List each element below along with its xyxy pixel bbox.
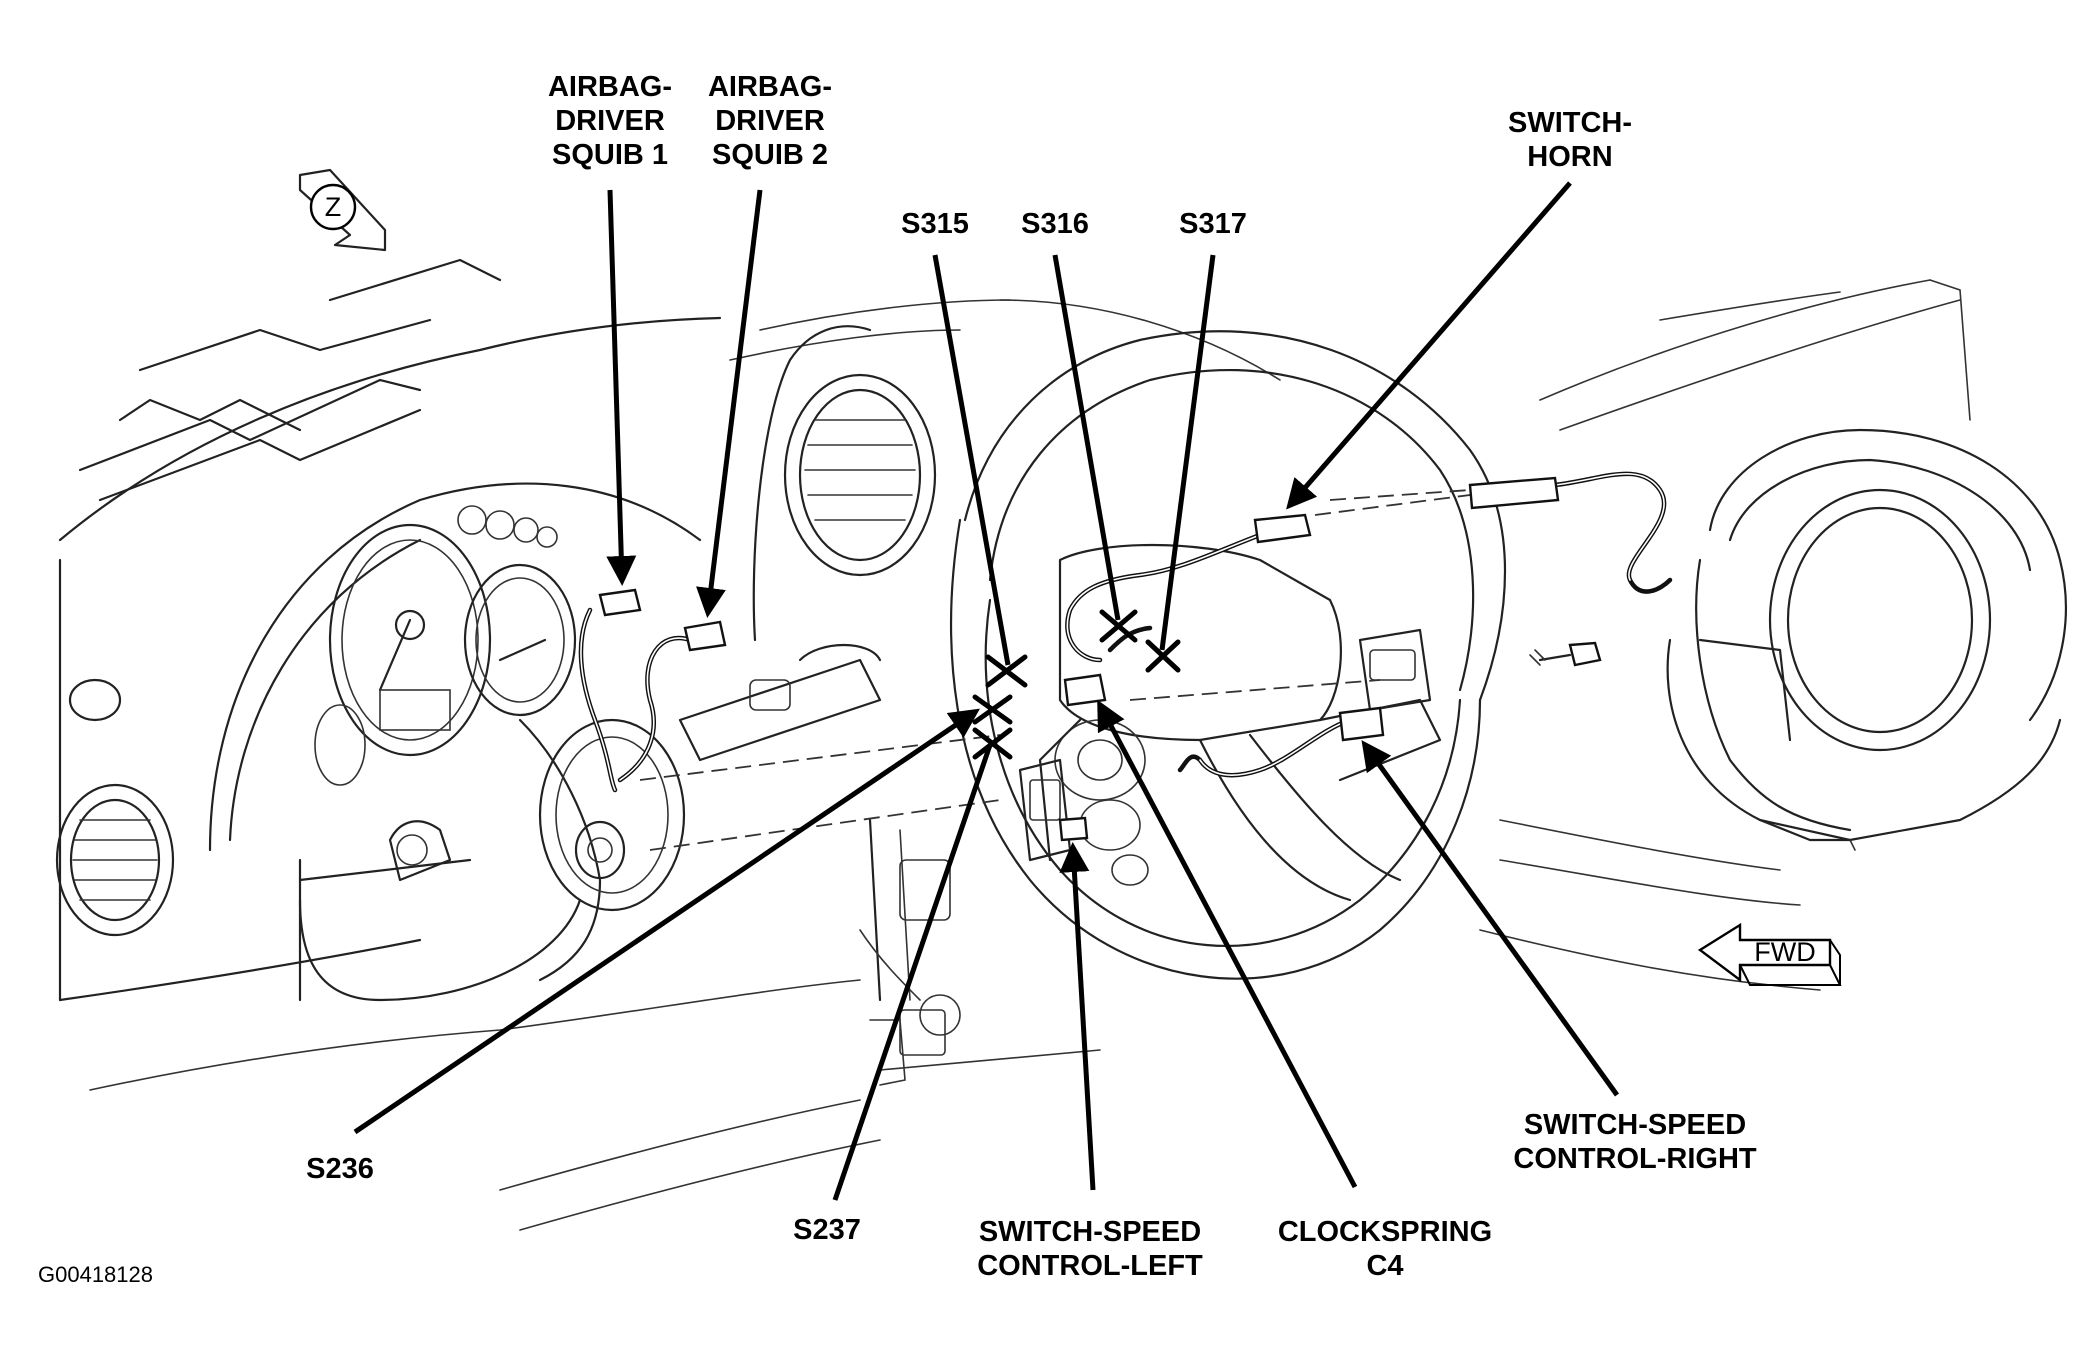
leader-lines <box>353 181 1620 1201</box>
label-s315: S315 <box>901 208 969 240</box>
fwd-label: FWD <box>1754 937 1815 967</box>
connectors <box>598 476 1602 842</box>
center-air-vent <box>752 325 937 642</box>
steering-column <box>298 644 882 1002</box>
airbag-module <box>1666 428 2067 851</box>
splice-marks <box>972 609 1181 760</box>
view-z-label: Z <box>325 192 342 222</box>
label-s316: S316 <box>1021 208 1089 240</box>
label-airbag-driver-squib-2: AIRBAG- DRIVER SQUIB 2 <box>707 71 833 171</box>
label-clockspring-c4: CLOCKSPRING C4 <box>1277 1216 1493 1282</box>
label-switch-speed-control-right: SWITCH-SPEED CONTROL-RIGHT <box>1513 1109 1757 1175</box>
label-airbag-driver-squib-1: AIRBAG- DRIVER SQUIB 1 <box>547 71 673 171</box>
lower-console <box>859 818 961 1086</box>
wiring-harness <box>578 471 1673 793</box>
instrument-cluster <box>208 482 702 852</box>
label-switch-horn: SWITCH- HORN <box>1507 107 1633 173</box>
left-air-vent <box>55 678 175 937</box>
fwd-arrow-icon: FWD <box>1697 922 1842 986</box>
figure-id: G00418128 <box>38 1262 153 1287</box>
label-s317: S317 <box>1179 208 1247 240</box>
instrument-panel-outline <box>58 258 1971 1231</box>
view-z-icon: Z <box>298 168 387 252</box>
label-s236: S236 <box>306 1153 374 1185</box>
label-s237: S237 <box>793 1214 861 1246</box>
label-switch-speed-control-left: SWITCH-SPEED CONTROL-LEFT <box>977 1216 1203 1282</box>
